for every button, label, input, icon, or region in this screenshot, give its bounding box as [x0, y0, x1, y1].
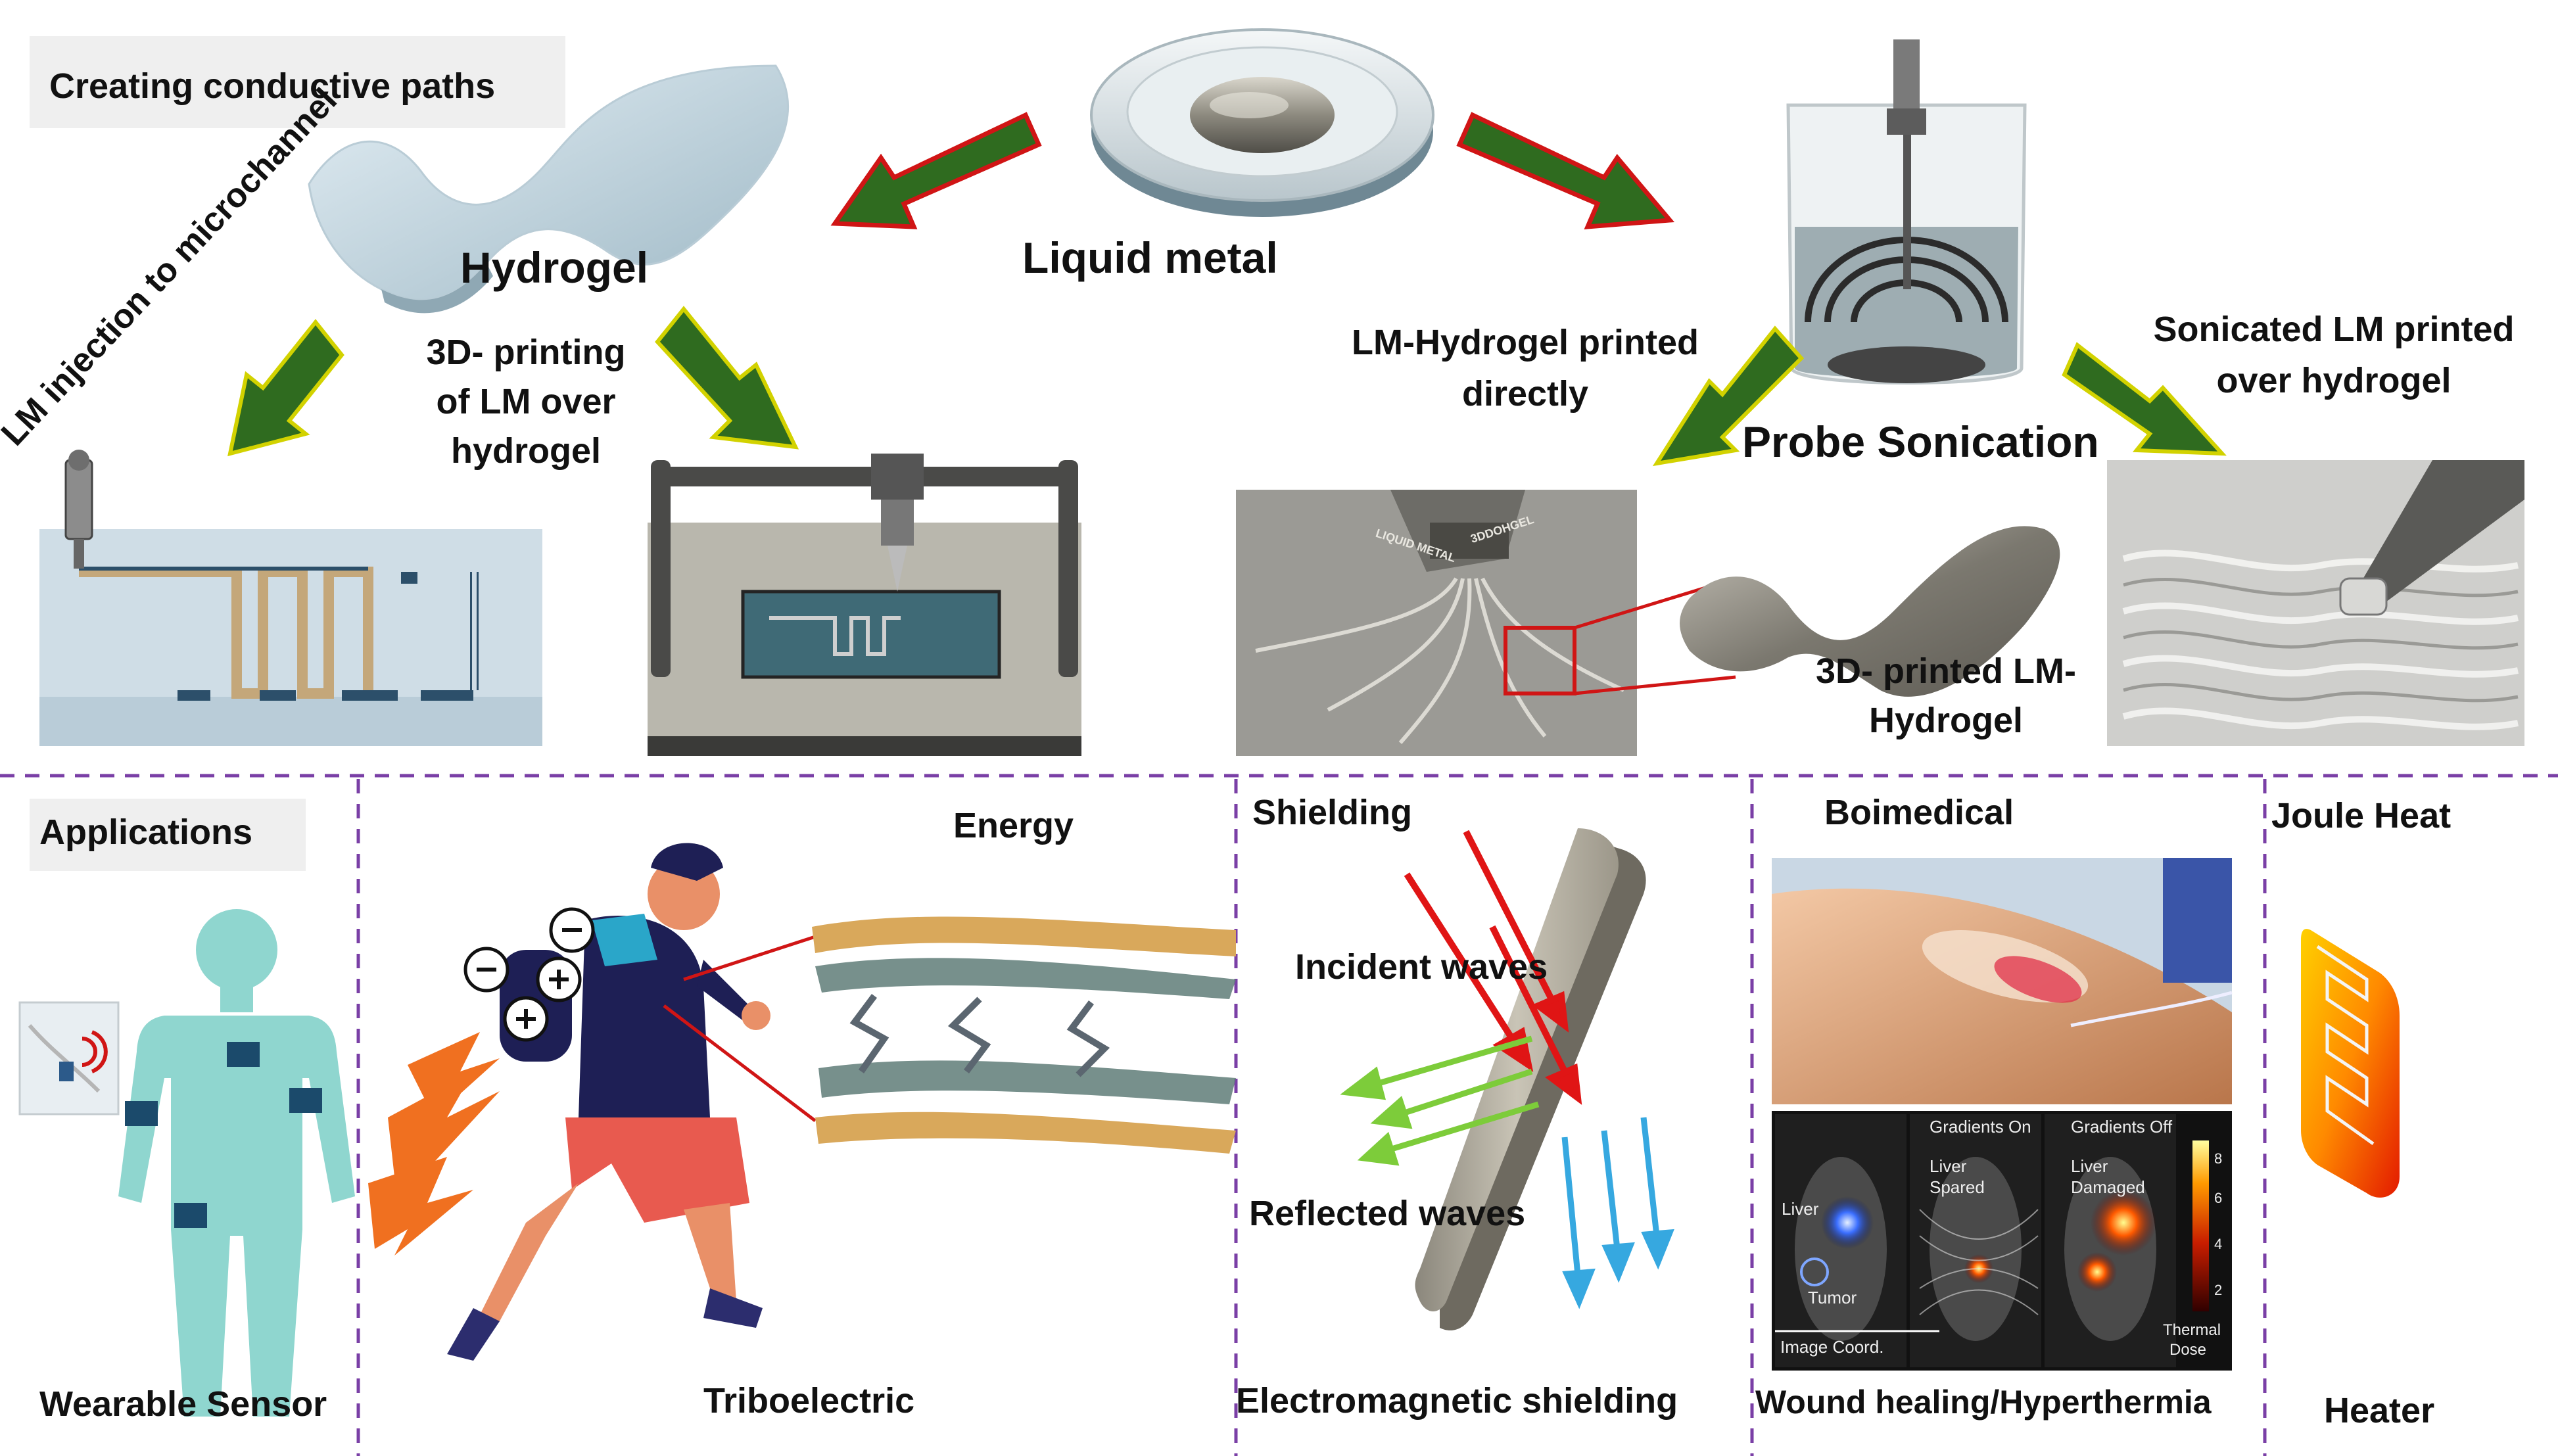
- sonicated-lm-label-2: over hydrogel: [2216, 361, 2451, 400]
- lm-hydrogel-direct-label-1: LM-Hydrogel printed: [1352, 323, 1699, 362]
- triboelectric-label: Triboelectric: [703, 1381, 915, 1421]
- arrow-to-sonication: [1456, 112, 1675, 229]
- liver-label: Liver: [1782, 1199, 1819, 1219]
- triboelectric-layers: [812, 916, 1236, 1154]
- printing-lm-label-1: 3D- printing: [426, 333, 626, 372]
- wound-arm-photo: [1772, 858, 2233, 1104]
- applications-title: Applications: [39, 812, 253, 852]
- printed-lm-hydrogel-label-1: 3D- printed LM-: [1816, 651, 2076, 691]
- arrow-to-microchannel: [227, 319, 344, 457]
- conductive-paths-title: Creating conductive paths: [49, 66, 496, 106]
- gradients-off-label: Gradients Off: [2071, 1117, 2173, 1137]
- scale-tick-2: 2: [2214, 1282, 2223, 1298]
- wound-healing-label: Wound healing/Hyperthermia: [1755, 1384, 2212, 1421]
- microchannel-block: [39, 450, 542, 746]
- printer-frame: [648, 454, 1081, 756]
- incident-wave-arrows: [1404, 830, 1582, 1105]
- energy-label: Energy: [953, 806, 1074, 845]
- image-coord-label: Image Coord.: [1780, 1337, 1884, 1357]
- gradients-on-label: Gradients On: [1930, 1117, 2031, 1137]
- hydrogel-sheet: [308, 64, 789, 314]
- joule-heat-label: Joule Heat: [2271, 796, 2451, 835]
- scale-tick-4: 4: [2214, 1236, 2223, 1252]
- em-shielding-label: Electromagnetic shielding: [1236, 1381, 1678, 1421]
- heater-element: [2301, 929, 2400, 1198]
- printed-lm-hydrogel-label-2: Hydrogel: [1868, 701, 2024, 740]
- transmitted-wave-arrows: [1561, 1117, 1674, 1309]
- heater-label: Heater: [2324, 1391, 2435, 1430]
- shielding-plate: [1415, 828, 1646, 1330]
- arrow-to-sonicated-print: [2062, 342, 2227, 456]
- tumor-label: Tumor: [1808, 1288, 1857, 1307]
- printing-lm-label-3: hydrogel: [450, 431, 602, 471]
- liquid-metal-label: Liquid metal: [1022, 233, 1278, 282]
- sonicated-lm-label-1: Sonicated LM printed: [2153, 310, 2515, 349]
- sonicated-print-render: [2107, 460, 2524, 746]
- thermal-dose-label-1: Thermal: [2163, 1321, 2221, 1339]
- reflected-wave-arrows: [1340, 1035, 1540, 1166]
- arrow-to-printer: [655, 306, 799, 450]
- arrow-to-hydrogel: [830, 112, 1042, 229]
- human-body-figure: [118, 909, 355, 1417]
- direct-print-render: [1236, 490, 1736, 756]
- reflected-waves-label: Reflected waves: [1249, 1194, 1526, 1233]
- printing-lm-label-2: of LM over: [436, 382, 616, 421]
- liquid-metal-dish: [1090, 28, 1434, 217]
- liver-damaged-label-1: Liver: [2071, 1156, 2108, 1176]
- lm-hydrogel-direct-label-2: directly: [1461, 374, 1589, 413]
- printed-lm-hydrogel-sheet: [1680, 526, 2060, 697]
- sonication-beaker: [1786, 39, 2027, 385]
- runner-figure: [368, 843, 817, 1361]
- biomedical-label: Boimedical: [1824, 793, 2014, 832]
- shielding-label: Shielding: [1252, 793, 1412, 832]
- wearable-inset: [18, 1001, 120, 1115]
- hydrogel-label: Hydrogel: [460, 243, 649, 292]
- wearable-sensor-label: Wearable Sensor: [39, 1384, 327, 1424]
- probe-sonication-label: Probe Sonication: [1742, 417, 2099, 466]
- incident-waves-label: Incident waves: [1295, 947, 1548, 987]
- thermal-dose-label-2: Dose: [2169, 1341, 2207, 1359]
- arrow-to-direct-print: [1652, 325, 1805, 467]
- conductive-paths-title-box: [30, 36, 565, 128]
- liver-damaged-label-2: Damaged: [2071, 1177, 2145, 1197]
- liver-spared-label-1: Liver: [1930, 1156, 1967, 1176]
- liver-spared-label-2: Spared: [1930, 1177, 1985, 1197]
- scale-tick-6: 6: [2214, 1190, 2223, 1206]
- section-dividers: [0, 774, 2558, 1456]
- scale-tick-8: 8: [2214, 1150, 2223, 1167]
- thermal-imaging-panels: [1772, 1111, 2232, 1371]
- applications-title-box: [30, 799, 306, 871]
